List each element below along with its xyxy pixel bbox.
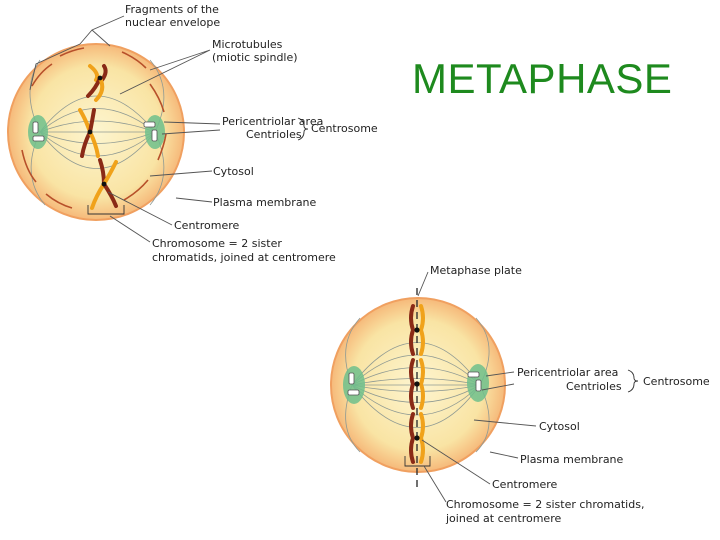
top-centriole-right-a [143,121,156,128]
top-centrosome-brace [297,117,309,141]
label-centromere: Centromere [174,219,240,232]
label-centrioles-bottom: Centrioles [566,380,622,393]
bottom-centriole-left-b [347,389,360,396]
label-pericentriolar-area: Pericentriolar area [222,115,323,128]
top-nuclear-fragments [21,47,167,209]
bottom-chromosome-bracket [404,456,431,467]
label-nuclear-fragments-line2: nuclear envelope [125,16,220,29]
bottom-chromosome-2 [409,358,425,410]
label-pericentriolar-area-bottom: Pericentriolar area [517,366,618,379]
bottom-leader-lines [417,271,537,503]
top-chromosome-3 [90,158,118,210]
top-cell-diagram: Fragments of the nuclear envelope Microt… [7,3,378,264]
label-chromosome-bottom-line2: joined at centromere [445,512,561,525]
bottom-centriole-left-a [348,372,355,385]
bottom-cell-diagram: Metaphase plate Pericentriolar area Cent… [330,264,710,525]
top-chromosome-2 [78,108,100,158]
slide-title: METAPHASE [412,55,673,102]
top-centriole-right-b [151,129,158,142]
top-spindle-fibers [29,59,165,206]
top-chromosome-bracket [87,205,125,215]
label-microtubules-line2: (miotic spindle) [212,51,298,64]
label-chromosome-line2: chromatids, joined at centromere [152,251,336,264]
label-metaphase-plate: Metaphase plate [430,264,522,277]
label-centrosome: Centrosome [311,122,378,135]
label-chromosome-line1: Chromosome = 2 sister [152,237,282,250]
bottom-centriole-right-b [475,379,482,392]
label-plasma-membrane: Plasma membrane [213,196,317,209]
label-centromere-bottom: Centromere [492,478,558,491]
label-plasma-membrane-bottom: Plasma membrane [520,453,624,466]
top-leader-lines [29,15,221,243]
bottom-chromosome-1 [409,304,425,356]
label-cytosol: Cytosol [213,165,254,178]
label-cytosol-bottom: Cytosol [539,420,580,433]
bottom-centrosome-left [343,366,365,404]
label-chromosome-bottom-line1: Chromosome = 2 sister chromatids, [446,498,644,511]
top-centriole-left-a [32,121,39,134]
label-nuclear-fragments-line1: Fragments of the [125,3,219,16]
top-chromosome-1 [86,64,108,102]
bottom-centriole-right-a [467,371,480,378]
label-centrioles: Centrioles [246,128,302,141]
bottom-chromosome-3 [409,412,425,464]
bottom-centrosome-brace [627,369,639,393]
label-microtubules-line1: Microtubules [212,38,283,51]
top-centriole-left-b [32,135,45,142]
label-centrosome-bottom: Centrosome [643,375,710,388]
